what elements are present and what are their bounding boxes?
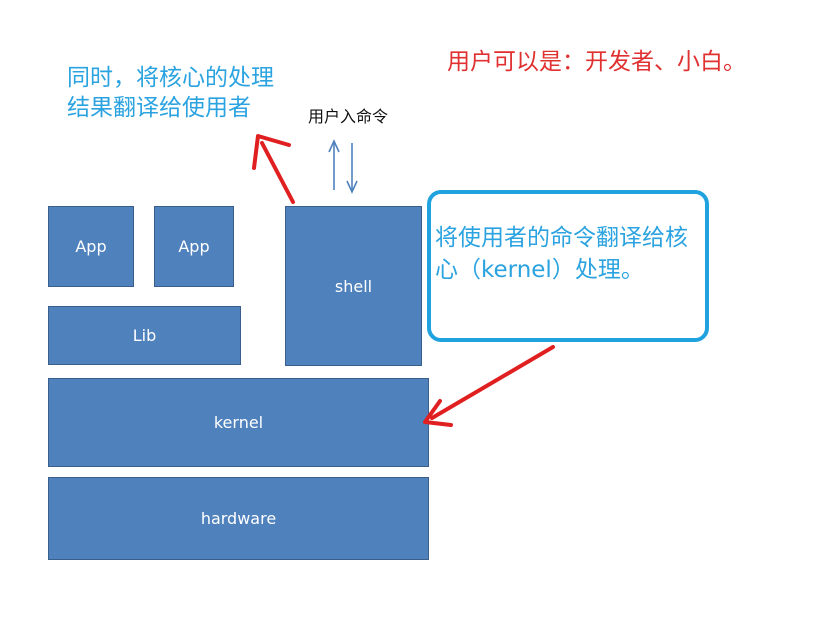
down-arrow-icon: [346, 143, 358, 194]
users-note: 用户可以是：开发者、小白。: [447, 49, 746, 75]
app-block-1: App: [48, 206, 134, 287]
hardware-block-label: hardware: [200, 509, 277, 528]
shell-block: shell: [285, 206, 422, 366]
hardware-block: hardware: [48, 477, 429, 560]
lib-block-label: Lib: [132, 326, 157, 345]
result-note: 同时，将核心的处理 结果翻译给使用者: [67, 64, 274, 124]
red-arrow-to-result: [252, 134, 295, 204]
shell-block-label: shell: [334, 276, 373, 296]
app-block-2-label: App: [178, 237, 210, 256]
result-note-line-1: 同时，将核心的处理: [67, 65, 274, 91]
result-note-line-2: 结果翻译给使用者: [67, 94, 251, 121]
up-arrow-icon: [328, 139, 340, 190]
lib-block: Lib: [48, 306, 241, 365]
user-command-label: 用户入命令: [308, 107, 389, 126]
callout-text: 将使用者的命令翻译给核心（kernel）处理。: [435, 225, 688, 284]
app-block-2: App: [154, 206, 234, 287]
red-arrow-to-kernel: [423, 345, 555, 427]
kernel-block-label: kernel: [213, 413, 264, 432]
app-block-1-label: App: [75, 237, 107, 256]
kernel-block: kernel: [48, 378, 429, 467]
callout-box: 将使用者的命令翻译给核心（kernel）处理。: [427, 190, 709, 342]
